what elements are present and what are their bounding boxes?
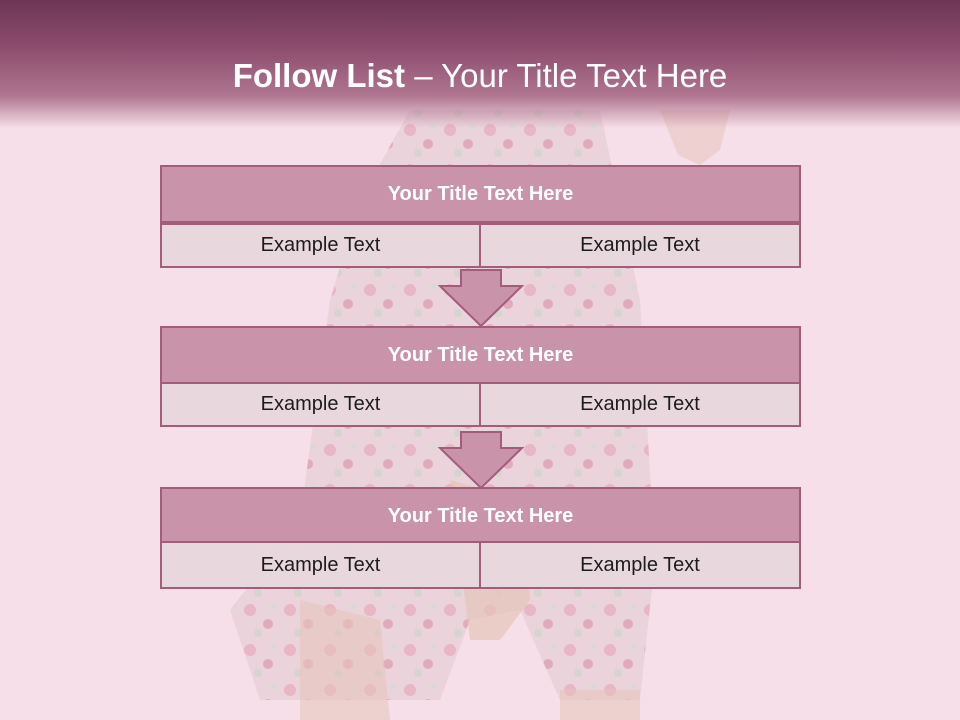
step-1-title: Your Title Text Here	[160, 165, 801, 223]
step-box-3: Your Title Text Here Example Text Exampl…	[160, 487, 801, 593]
step-1-right-cell: Example Text	[479, 223, 801, 268]
step-2-left-cell: Example Text	[160, 382, 481, 427]
step-2-right-cell: Example Text	[479, 382, 801, 427]
title-rest: – Your Title Text Here	[405, 57, 728, 94]
step-box-1: Your Title Text Here Example Text Exampl…	[160, 165, 801, 272]
title-bold: Follow List	[232, 57, 406, 94]
step-3-title: Your Title Text Here	[160, 487, 801, 545]
step-3-right-cell: Example Text	[479, 541, 801, 589]
page-title: Follow List – Your Title Text Here	[0, 50, 960, 102]
step-2-title: Your Title Text Here	[160, 326, 801, 384]
step-1-left-cell: Example Text	[160, 223, 481, 268]
down-arrow-1	[438, 269, 524, 328]
down-arrow-2	[438, 431, 524, 490]
step-box-2: Your Title Text Here Example Text Exampl…	[160, 326, 801, 433]
header-bar	[0, 0, 960, 128]
step-3-left-cell: Example Text	[160, 541, 481, 589]
